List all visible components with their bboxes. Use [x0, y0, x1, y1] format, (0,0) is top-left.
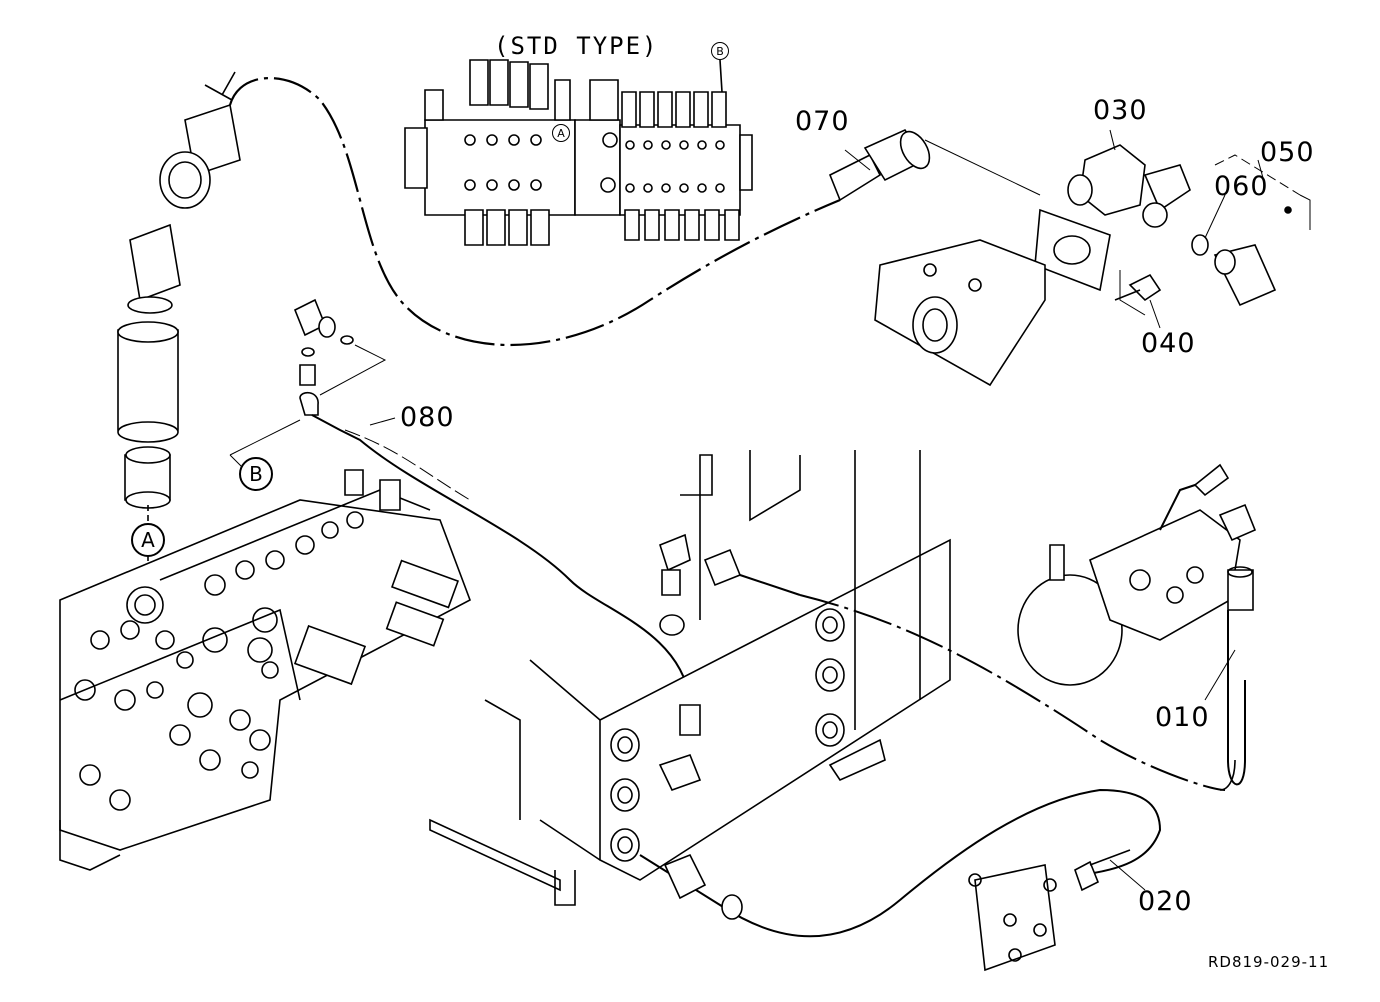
part-label-060: 060	[1214, 171, 1269, 202]
marker-b-top: B	[711, 42, 729, 60]
leader-lines	[370, 130, 1265, 890]
hose-070	[205, 72, 1040, 345]
part-label-020: 020	[1138, 886, 1193, 917]
marker-b: B	[239, 457, 273, 491]
fitting-group-080	[295, 300, 385, 415]
fitting-block-030	[1035, 145, 1190, 290]
pump-housing	[875, 240, 1045, 385]
oring-060	[1192, 235, 1208, 255]
fitting-050	[1215, 155, 1310, 305]
left-fitting-stack	[118, 105, 240, 570]
part-label-030: 030	[1093, 95, 1148, 126]
hose-080	[312, 415, 690, 700]
marker-a: A	[131, 523, 165, 557]
part-label-010: 010	[1155, 702, 1210, 733]
drawing-reference: RD819-029-11	[1208, 953, 1330, 971]
marker-a-top: A	[552, 124, 570, 142]
bolt-040	[1115, 270, 1160, 315]
hydraulic-tank	[430, 450, 1225, 905]
diagram-title: (STD TYPE)	[494, 32, 659, 60]
part-label-050: 050	[1260, 137, 1315, 168]
std-type-control-valve	[405, 60, 752, 245]
part-label-070: 070	[795, 106, 850, 137]
part-label-040: 040	[1141, 328, 1196, 359]
accumulator-assembly	[1018, 465, 1255, 790]
hose-020-assembly	[640, 790, 1160, 970]
part-label-080: 080	[400, 402, 455, 433]
main-control-valve	[60, 470, 470, 870]
